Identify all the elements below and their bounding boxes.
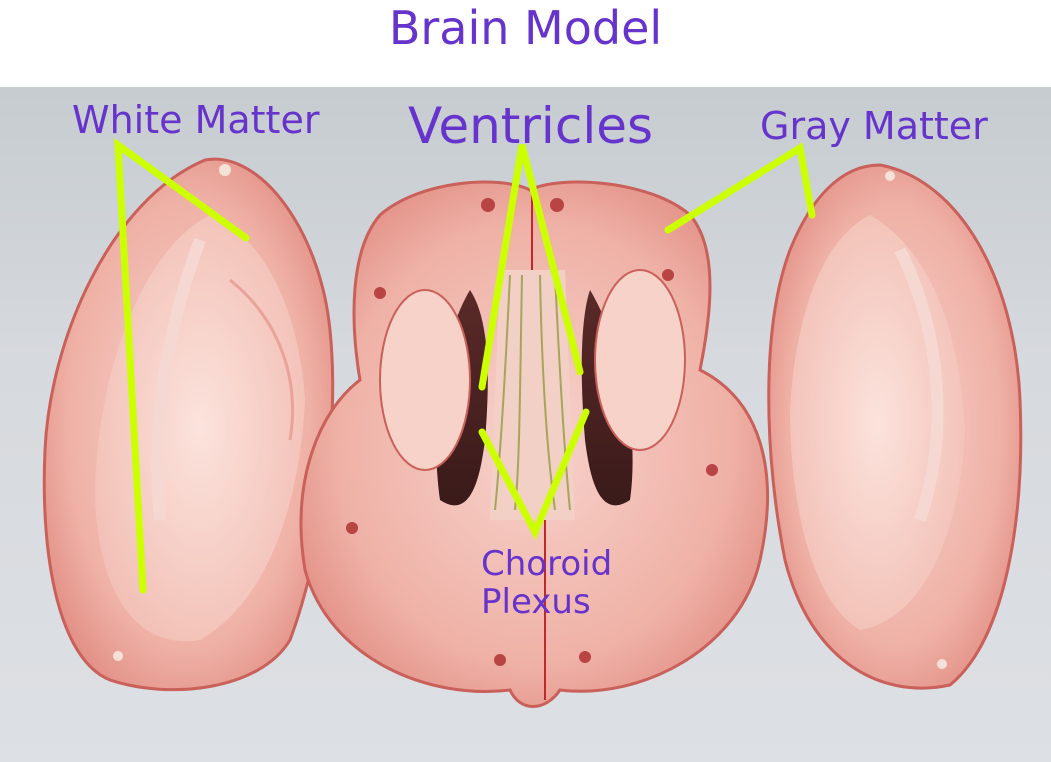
left-hemisphere [42, 157, 335, 692]
label-gray-matter: Gray Matter [760, 104, 988, 148]
right-hemisphere [767, 163, 1023, 690]
center-brain [299, 180, 769, 708]
label-ventricles: Ventricles [408, 97, 654, 155]
brain-illustration [42, 137, 1023, 708]
label-white-matter: White Matter [72, 98, 320, 142]
ventricles-pointer [478, 144, 584, 391]
label-choroid-line2: Plexus [481, 582, 591, 622]
label-choroid-line1: Choroid [481, 544, 613, 584]
brain-model-photo [0, 87, 1051, 762]
choroid-plexus-pointer [478, 408, 590, 541]
label-choroid-plexus: Choroid Plexus [481, 545, 612, 621]
gray-matter-pointer [664, 142, 816, 234]
pointer-lines [114, 137, 816, 594]
white-matter-pointer [114, 137, 250, 594]
page-title: Brain Model [388, 1, 663, 55]
